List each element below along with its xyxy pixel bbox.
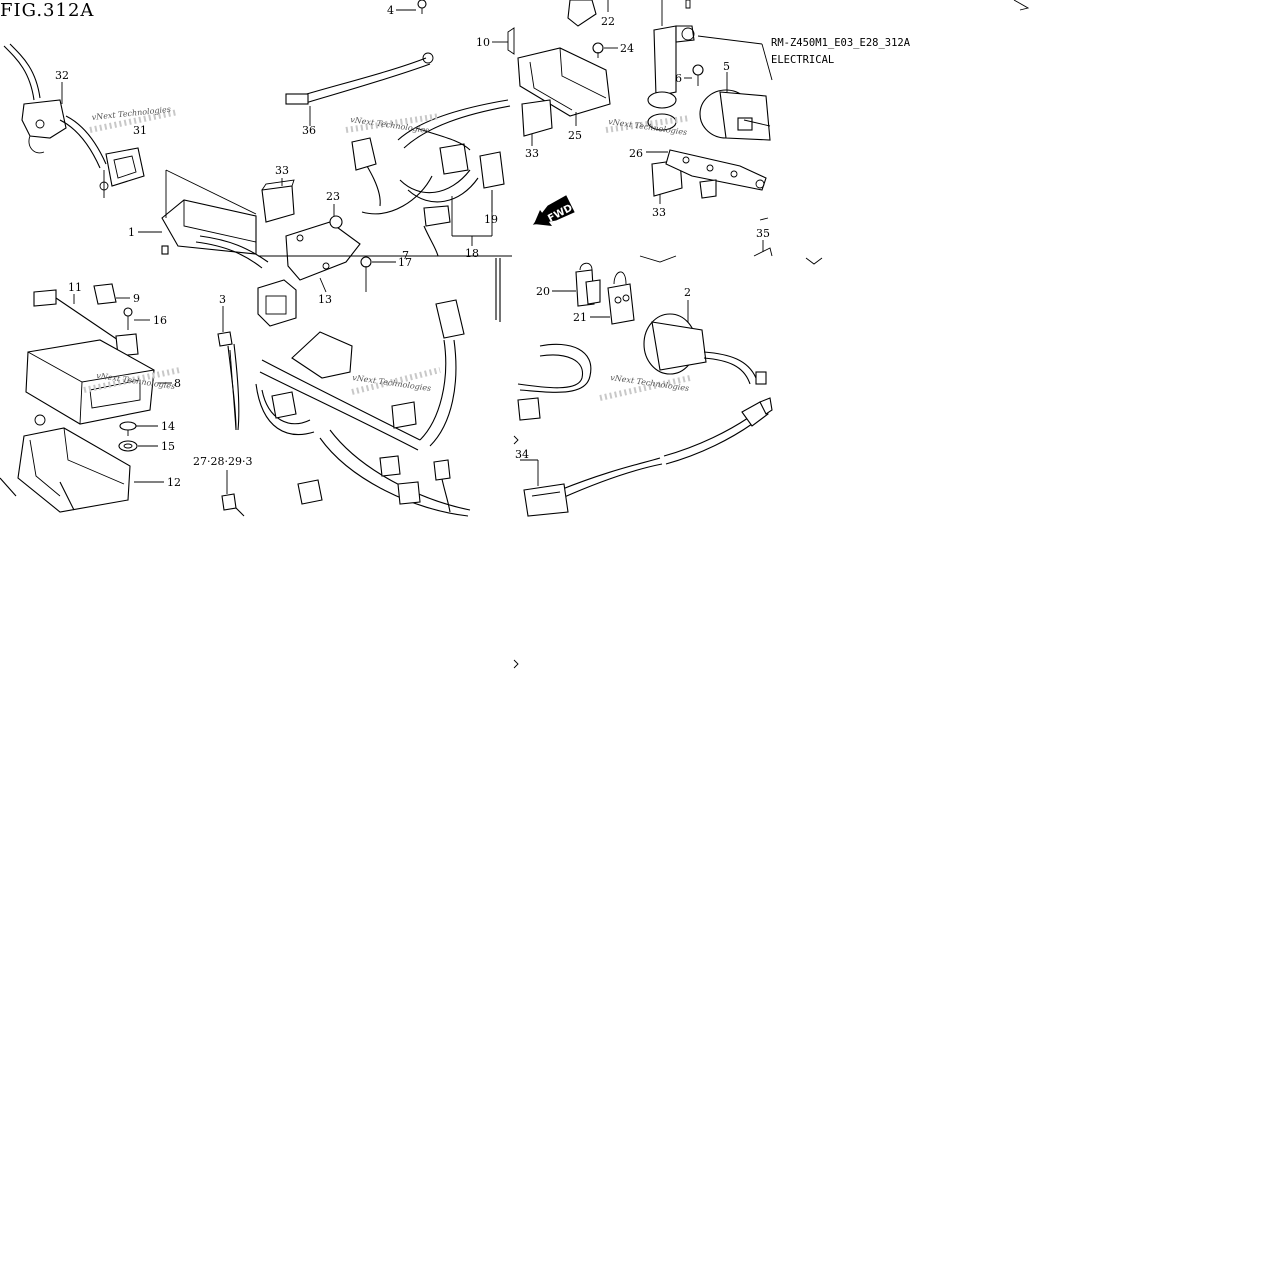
plate-part-26 xyxy=(665,149,767,199)
callout-2: 2 xyxy=(684,286,691,299)
washer-part-14 xyxy=(119,421,137,436)
clamp-part-32 xyxy=(21,99,67,154)
callout-8: 8 xyxy=(174,377,181,390)
watermark-6: vNext Technologies xyxy=(610,373,690,393)
callout-33-c: 33 xyxy=(652,206,666,219)
callout-10: 10 xyxy=(476,36,490,49)
figure-code: RM-Z450M1_E03_E28_312A xyxy=(771,37,911,49)
cover-part-33-b xyxy=(521,99,553,137)
main-wiring-harness xyxy=(255,258,501,517)
callout-33-a: 33 xyxy=(275,164,289,177)
callout-9: 9 xyxy=(133,292,140,305)
cable-part-34 xyxy=(523,397,773,517)
plug-cap-part-7 xyxy=(647,0,695,131)
ignition-coil-part-5 xyxy=(699,89,771,141)
callout-32: 32 xyxy=(55,69,69,82)
coupler-part-20 xyxy=(575,262,601,307)
callout-1: 1 xyxy=(128,226,135,239)
screw-part-16 xyxy=(123,307,133,330)
cover-part-33-a xyxy=(261,179,295,223)
watermark-2: vNext Technologies xyxy=(350,115,430,135)
callout-33-b: 33 xyxy=(525,147,539,160)
callout-21: 21 xyxy=(573,311,587,324)
tie-part-3 xyxy=(217,331,240,431)
bolt-part-4 xyxy=(417,0,427,14)
panel-bottom-right xyxy=(513,262,773,669)
callout-23: 23 xyxy=(326,190,340,203)
callout-13: 13 xyxy=(318,293,332,306)
callout-7: 7 xyxy=(402,249,409,262)
callout-labels: 1 2 3 4 5 6 7 8 9 10 11 12 13 14 15 16 1… xyxy=(55,4,770,489)
callout-17: 17 xyxy=(398,256,412,269)
callout-14: 14 xyxy=(161,420,175,433)
bracket-part-25 xyxy=(517,47,611,117)
callout-3: 3 xyxy=(219,293,226,306)
section-title: ELECTRICAL xyxy=(771,54,834,66)
bolt-part-24 xyxy=(592,42,604,58)
callout-26: 26 xyxy=(629,147,643,160)
pad-part-9 xyxy=(93,283,117,305)
grommet-part-15 xyxy=(118,440,138,452)
callout-20: 20 xyxy=(536,285,550,298)
figure-label: FIG.312A xyxy=(0,0,94,21)
sensor-part-2 xyxy=(643,313,767,385)
callout-19: 19 xyxy=(484,213,498,226)
bracket-part-22 xyxy=(567,0,597,27)
watermark-1: vNext Technologies xyxy=(91,105,171,122)
callout-31: 31 xyxy=(133,124,147,137)
coupler-part-21 xyxy=(607,271,635,325)
callout-27-30: 27·28·29·3 xyxy=(193,455,252,468)
callout-16: 16 xyxy=(153,314,167,327)
screw-part-17 xyxy=(360,256,372,274)
forward-direction-arrow: FWD xyxy=(532,195,575,226)
panel-bottom-left xyxy=(0,258,501,517)
callout-11: 11 xyxy=(68,281,82,294)
panel-top-left xyxy=(3,0,515,281)
ecm-part-8 xyxy=(25,339,155,425)
lead-part-36 xyxy=(285,52,434,105)
panel-top-right: FWD xyxy=(517,0,1030,265)
callout-24: 24 xyxy=(620,42,634,55)
callout-6: 6 xyxy=(675,72,682,85)
callout-34: 34 xyxy=(515,448,529,461)
clip-part-27 xyxy=(221,493,245,517)
bracket-part-13 xyxy=(285,215,361,281)
regulator-part-1 xyxy=(161,169,269,269)
callout-15: 15 xyxy=(161,440,175,453)
coupler-main xyxy=(257,279,297,327)
callout-5: 5 xyxy=(723,60,730,73)
strap-part-11 xyxy=(33,289,139,357)
callout-36: 36 xyxy=(302,124,316,137)
callout-22: 22 xyxy=(601,15,615,28)
callout-4: 4 xyxy=(387,4,394,17)
tray-part-12 xyxy=(0,414,131,513)
coupler-part-31 xyxy=(99,147,145,198)
callout-35: 35 xyxy=(756,227,770,240)
callout-12: 12 xyxy=(167,476,181,489)
callout-25: 25 xyxy=(568,129,582,142)
wiring-harness-top xyxy=(351,99,511,257)
bolt-part-6 xyxy=(692,64,704,86)
watermarks: vNext Technologies vNext Technologies vN… xyxy=(83,105,691,401)
callout-18: 18 xyxy=(465,247,479,260)
